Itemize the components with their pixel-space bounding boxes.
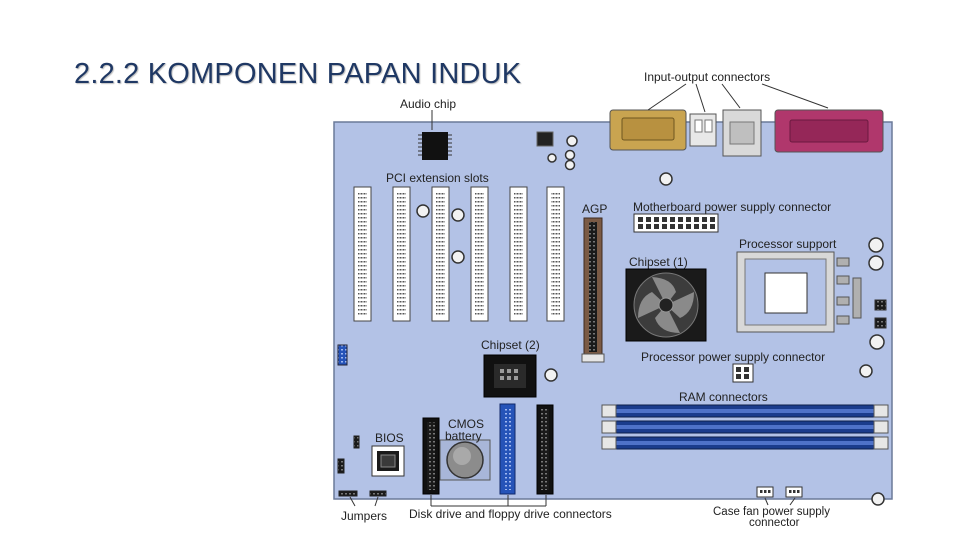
pci-slots <box>353 186 565 322</box>
processor-socket <box>736 251 862 333</box>
label-case-fan: Case fan power supply <box>713 506 830 518</box>
chipset-1-fan <box>625 268 707 342</box>
label-io-connectors: Input-output connectors <box>644 70 770 84</box>
label-jumpers: Jumpers <box>341 509 387 523</box>
label-pci-slots: PCI extension slots <box>386 171 489 185</box>
chipset-2 <box>483 354 537 398</box>
drive-connectors <box>422 403 554 495</box>
motherboard-power-connector <box>633 213 719 233</box>
label-cmos-battery: battery <box>445 429 482 443</box>
label-agp: AGP <box>582 202 607 216</box>
bios-chip <box>371 445 405 477</box>
cmos-battery <box>439 439 491 481</box>
small-header <box>874 317 887 329</box>
label-motherboard-power: Motherboard power supply connector <box>633 200 831 214</box>
small-header <box>874 299 887 311</box>
processor-power-connector <box>732 363 754 383</box>
label-processor-support: Processor support <box>739 237 837 251</box>
jumpers <box>337 435 387 497</box>
small-chip <box>536 131 554 147</box>
leader-lines <box>349 83 829 507</box>
label-case-fan-connector: connector <box>749 517 800 529</box>
label-ram-connectors: RAM connectors <box>679 390 768 404</box>
ram-slots <box>601 404 889 450</box>
label-chipset-1: Chipset (1) <box>629 255 688 269</box>
label-bios: BIOS <box>375 431 404 445</box>
mount-holes <box>416 135 885 506</box>
agp-slot <box>581 217 605 363</box>
slide-title: 2.2.2 KOMPONEN PAPAN INDUK <box>74 58 522 90</box>
audio-chip <box>418 132 452 160</box>
label-processor-power: Processor power supply connector <box>641 350 825 364</box>
label-audio-chip: Audio chip <box>400 97 456 111</box>
front-panel-header <box>337 344 348 366</box>
label-chipset-2: Chipset (2) <box>481 338 540 352</box>
label-drive-connectors: Disk drive and floppy drive connectors <box>409 507 612 521</box>
io-connectors <box>609 109 884 157</box>
case-fan-connectors <box>756 486 803 498</box>
label-cmos: CMOS <box>448 417 484 431</box>
